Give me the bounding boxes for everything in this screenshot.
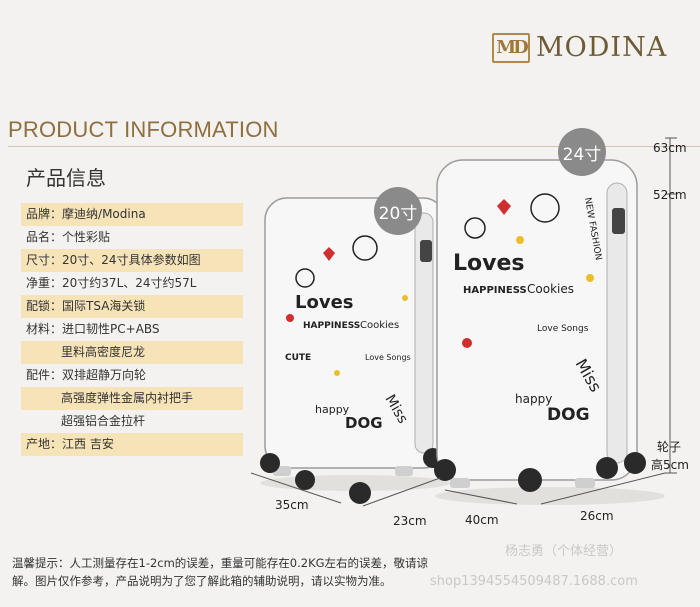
- info-row-separator: ：: [50, 230, 63, 244]
- info-row-value: 摩迪纳/Modina: [62, 207, 146, 221]
- info-row-value: 进口韧性PC+ABS: [62, 322, 160, 336]
- info-row-separator: ：: [50, 368, 63, 382]
- sticker-text: DOG: [345, 414, 383, 432]
- info-row-label: 配锁: [26, 299, 51, 313]
- info-row-separator: ：: [50, 276, 63, 290]
- heading-divider: [8, 146, 700, 147]
- sticker-text: happy: [315, 403, 350, 416]
- info-row: 高强度弹性金属内衬把手: [21, 387, 243, 410]
- brand-monogram: MD: [492, 32, 530, 63]
- info-row-value: 20寸、24寸具体参数如图: [62, 253, 201, 267]
- sticker-text: happy: [515, 392, 552, 406]
- info-row: 超强铝合金拉杆: [21, 410, 243, 433]
- sticker-text: Love Songs: [365, 353, 411, 362]
- info-row-label: 品名: [26, 230, 51, 244]
- info-row: 品牌：摩迪纳/Modina: [21, 203, 243, 226]
- disclaimer-notice: 温馨提示：人工测量存在1-2cm的误差，重量可能存在0.2KG左右的误差，敬请谅…: [12, 554, 502, 590]
- heading-chinese: 产品信息: [26, 166, 106, 190]
- info-row-value: 高强度弹性金属内衬把手: [61, 391, 194, 405]
- sticker-text: HAPPINESS: [463, 285, 527, 296]
- info-row: 产地：江西 吉安: [21, 433, 243, 456]
- luggage-illustration: Loves HAPPINESS Cookies Love Songs CUTE …: [245, 128, 700, 538]
- sticker-text: Cookies: [360, 320, 399, 331]
- sticker-text: CUTE: [285, 353, 311, 363]
- info-row-separator: ：: [50, 253, 63, 267]
- dimension-small-depth: 23cm: [393, 514, 427, 528]
- dimension-small-height: 52cm: [653, 188, 687, 202]
- info-row-separator: ：: [50, 299, 63, 313]
- info-row-separator: ：: [50, 437, 63, 451]
- info-row-value: 里料高密度尼龙: [61, 345, 146, 359]
- size-badge-small: 20寸: [374, 187, 422, 235]
- sticker-text: Cookies: [527, 282, 574, 296]
- info-row: 材料：进口韧性PC+ABS: [21, 318, 243, 341]
- info-row: 尺寸：20寸、24寸具体参数如图: [21, 249, 243, 272]
- info-row-separator: ：: [50, 207, 63, 221]
- info-row-value: 个性彩贴: [62, 230, 111, 244]
- large-suitcase: Loves HAPPINESS Cookies Love Songs DOG h…: [434, 159, 646, 492]
- info-row: 配锁：国际TSA海关锁: [21, 295, 243, 318]
- info-row-value: 20寸约37L、24寸约57L: [62, 276, 197, 290]
- info-row-label: 配件: [26, 368, 51, 382]
- heading-english: PRODUCT INFORMATION: [8, 117, 279, 142]
- info-row: 配件：双排超静万向轮: [21, 364, 243, 387]
- info-row-value: 双排超静万向轮: [62, 368, 147, 382]
- info-row: 品名：个性彩贴: [21, 226, 243, 249]
- info-row-label: 材料: [26, 322, 51, 336]
- info-row-label: 尺寸: [26, 253, 51, 267]
- info-row-label: 净重: [26, 276, 51, 290]
- info-row-label: 品牌: [26, 207, 51, 221]
- sticker-text: DOG: [547, 405, 590, 425]
- sticker-text: HAPPINESS: [303, 321, 360, 331]
- info-row-value: 国际TSA海关锁: [62, 299, 146, 313]
- info-row: 净重：20寸约37L、24寸约57L: [21, 272, 243, 295]
- dimension-wheel-label: 轮子: [657, 440, 682, 454]
- info-row: 里料高密度尼龙: [21, 341, 243, 364]
- sticker-text: Love Songs: [537, 324, 589, 334]
- dimension-wheel-height: 高5cm: [651, 458, 689, 472]
- sticker-text: Loves: [453, 251, 525, 276]
- info-row-label: 产地: [26, 437, 51, 451]
- small-suitcase: Loves HAPPINESS Cookies Love Songs CUTE …: [260, 197, 446, 504]
- info-row-value: 超强铝合金拉杆: [61, 414, 146, 428]
- info-row-value: 江西 吉安: [62, 437, 114, 451]
- info-row-separator: ：: [50, 322, 63, 336]
- dimension-lines: [250, 137, 677, 507]
- sticker-text: Loves: [295, 292, 354, 313]
- dimension-large-width: 40cm: [465, 513, 499, 527]
- brand-name: MODINA: [536, 32, 668, 63]
- watermark-shop-url: shop1394554509487.1688.com: [430, 574, 638, 589]
- dimension-large-height: 63cm: [653, 141, 687, 155]
- watermark-shop-name: 杨志勇（个体经营）: [505, 544, 623, 559]
- dimension-small-width: 35cm: [275, 498, 309, 512]
- disclaimer-line-2: 解。图片仅作参考，产品说明为了您了解此箱的辅助说明，请以实物为准。: [12, 574, 392, 588]
- luggage-svg: Loves HAPPINESS Cookies Love Songs CUTE …: [250, 137, 677, 507]
- brand-logo: MD MODINA: [492, 32, 667, 63]
- disclaimer-line-1: 温馨提示：人工测量存在1-2cm的误差，重量可能存在0.2KG左右的误差，敬请谅: [12, 556, 429, 570]
- dimension-large-depth: 26cm: [580, 509, 614, 523]
- size-badge-large: 24寸: [558, 128, 606, 176]
